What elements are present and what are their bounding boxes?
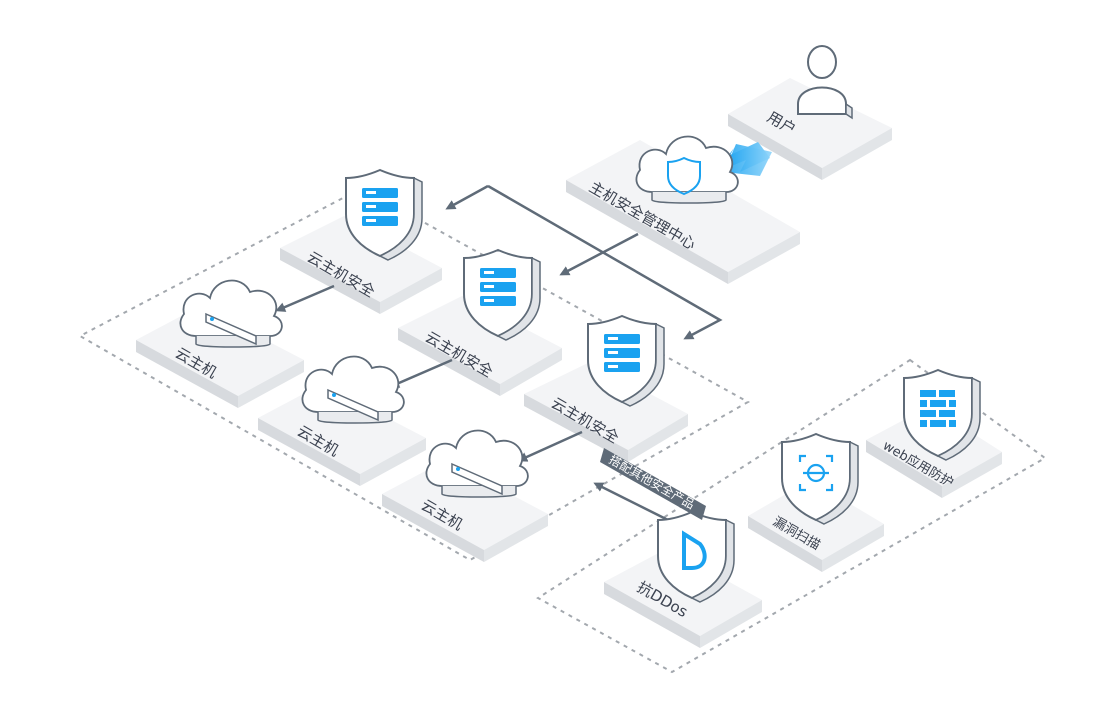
- arrow-center-to-host-security-2: [559, 232, 639, 276]
- cloud-host-icon-3: [425, 429, 529, 498]
- face-scan-icon: [798, 454, 834, 492]
- cloud-host-icon-1: [179, 279, 283, 348]
- scan-shield-icon: [781, 433, 859, 525]
- host-security-platform-1: [280, 216, 442, 314]
- tag-label: 搭配其他安全产品: [607, 452, 698, 512]
- arrow-security3-to-cloud3: [517, 430, 583, 462]
- cloud-host-platform-3: [382, 460, 548, 562]
- ddos-shield-icon: [657, 511, 735, 603]
- arrow-hub-left: [445, 184, 489, 210]
- arrow-security1-to-cloud1: [275, 284, 335, 312]
- brick-wall-icon: [920, 390, 956, 427]
- management-cloud-icon: [635, 135, 739, 204]
- arrow-security2-to-cloud2: [389, 358, 453, 388]
- host-security-group-border: [77, 186, 751, 562]
- firewall-shield-icon: [903, 369, 981, 461]
- host-security-center-platform: [566, 140, 800, 284]
- connector-arrows: [275, 184, 723, 522]
- arrow-ddos-to-group: [593, 482, 669, 522]
- cloud-host-icon-2: [301, 355, 405, 424]
- shield-icon: [667, 156, 701, 196]
- user-icon: [797, 45, 853, 120]
- cloud-host-platform-2: [258, 384, 426, 486]
- user-arrow-head: [724, 144, 772, 176]
- other-products-tag: 搭配其他安全产品: [600, 448, 706, 520]
- letter-d-icon: [682, 530, 707, 570]
- arrow-center-to-host-security-1: [487, 184, 723, 340]
- user-platform: [728, 78, 892, 180]
- host-security-platform-3: [524, 362, 688, 462]
- other-security-products-group-border: [536, 358, 1047, 674]
- cloud-host-platform-1: [136, 306, 304, 408]
